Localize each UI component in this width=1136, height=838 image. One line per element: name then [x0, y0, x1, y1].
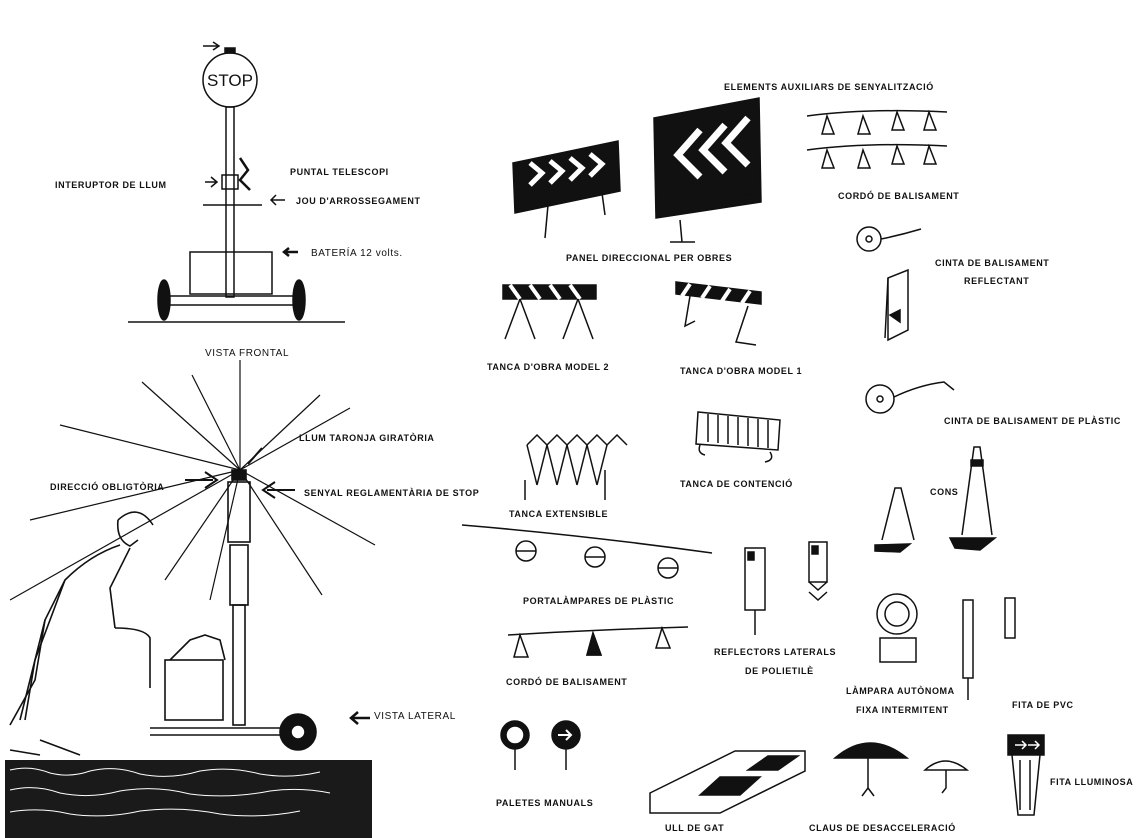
label-lampara-2: FIXA INTERMITENT	[856, 705, 949, 715]
tanca-contencio	[696, 412, 780, 462]
tanca-obra-model-2	[503, 285, 596, 339]
worker-figure	[10, 512, 153, 755]
label-tanca-2: TANCA D'OBRA MODEL 2	[487, 362, 609, 372]
label-cinta-refl-1: CINTA DE BALISAMENT	[935, 258, 1049, 268]
label-paletes: PALETES MANUALS	[496, 798, 593, 808]
label-cinta-refl-2: REFLECTANT	[964, 276, 1029, 286]
label-elements-aux: ELEMENTS AUXILIARS DE SENYALITZACIÓ	[724, 82, 934, 92]
label-senyal-stop: SENYAL REGLAMENTÀRIA DE STOP	[304, 488, 479, 498]
cordo-balisament-top	[807, 111, 947, 168]
tanca-extensible	[525, 435, 627, 500]
label-fita-pvc: FITA DE PVC	[1012, 700, 1074, 710]
label-tanca-ext: TANCA EXTENSIBLE	[509, 509, 608, 519]
label-claus: CLAUS DE DESACCELERACIÓ	[809, 823, 956, 833]
label-reflectors-2: DE POLIETILÈ	[745, 666, 814, 676]
fita-lluminosa	[1008, 735, 1044, 815]
ull-de-gat	[650, 751, 805, 813]
label-tanca-1: TANCA D'OBRA MODEL 1	[680, 366, 802, 376]
label-lampara-1: LÀMPARA AUTÒNOMA	[846, 686, 955, 696]
tanca-obra-model-1	[676, 282, 761, 345]
cordo-balisament-bottom	[508, 627, 688, 657]
fita-pvc	[963, 598, 1015, 700]
portalampares	[462, 525, 712, 578]
label-interruptor: INTERUPTOR DE LLUM	[55, 180, 167, 190]
label-cons: CONS	[930, 487, 958, 497]
label-direccio: DIRECCIÓ OBLIGTÒRIA	[50, 482, 164, 492]
label-vista-lateral: VISTA LATERAL	[374, 711, 456, 722]
claus-desacceleracio	[835, 743, 967, 796]
label-jou: JOU D'ARROSSEGAMENT	[296, 196, 421, 206]
label-fita-llum: FITA LLUMINOSA	[1050, 777, 1133, 787]
label-tanca-cont: TANCA DE CONTENCIÓ	[680, 479, 793, 489]
paletes-manuals	[501, 721, 580, 770]
label-cordo-1: CORDÓ DE BALISAMENT	[838, 191, 959, 201]
label-ull: ULL DE GAT	[665, 823, 724, 833]
label-puntal: PUNTAL TELESCOPI	[290, 167, 389, 177]
cons	[875, 447, 995, 552]
cinta-plastic	[866, 382, 954, 413]
stop-sign-text: STOP	[207, 71, 253, 90]
ground-texture	[5, 760, 372, 838]
label-cordo-2: CORDÓ DE BALISAMENT	[506, 677, 627, 687]
label-bateria: BATERÍA 12 volts.	[311, 248, 403, 259]
label-cinta-plastic: CINTA DE BALISAMENT DE PLÀSTIC	[944, 416, 1121, 426]
label-portal: PORTALÀMPARES DE PLÀSTIC	[523, 596, 674, 606]
label-llum-taronja: LLUM TARONJA GIRATÒRIA	[299, 433, 435, 443]
label-panel: PANEL DIRECCIONAL PER OBRES	[566, 253, 732, 263]
lampara-autonoma	[877, 594, 917, 662]
label-reflectors-1: REFLECTORS LATERALS	[714, 647, 836, 657]
cinta-reflectant	[857, 227, 921, 340]
reflectors-laterals	[745, 542, 827, 635]
directional-panels	[513, 98, 761, 242]
label-vista-frontal: VISTA FRONTAL	[205, 348, 289, 359]
